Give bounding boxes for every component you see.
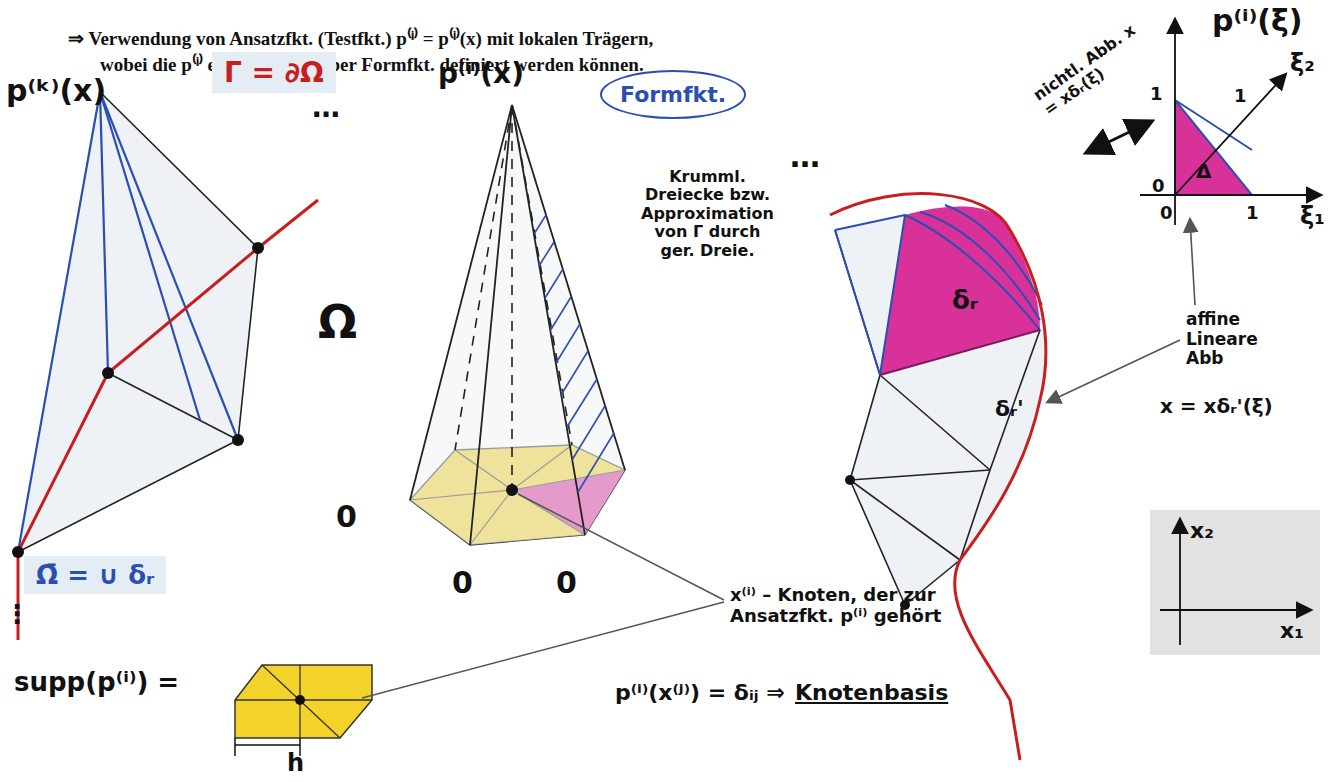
zero-mark: 0 <box>556 566 577 601</box>
element-label: δᵣ <box>952 286 978 316</box>
mapping-label: affine Lineare Abb <box>1186 310 1296 369</box>
formula: p⁽ⁱ⁾(x⁽ʲ⁾) = δᵢⱼ ⇒ <box>615 680 785 705</box>
triangle-label: Δ <box>1196 160 1211 183</box>
support-hexagon <box>235 665 372 756</box>
axis-label: x₁ <box>1280 618 1304 643</box>
mapping-arrows <box>362 122 1195 698</box>
keyword: Knotenbasis <box>795 680 948 705</box>
element-label: δᵣ' <box>995 396 1024 421</box>
zero-mark: 0 <box>336 500 357 535</box>
curved-mesh <box>830 194 1046 760</box>
note: Krumml. Dreiecke bzw. Approximation von … <box>640 168 775 260</box>
ellipsis: … <box>312 92 340 124</box>
mapping-label: x = xδᵣ'(ξ) <box>1160 395 1273 418</box>
header-line: wobei die p⁽ⁱ⁾ elementweise über Formfkt… <box>100 54 644 76</box>
ellipsis: … <box>790 140 820 175</box>
left-mesh <box>12 92 318 640</box>
reference-element <box>1140 20 1320 225</box>
axis-label: ξ₁ <box>1300 203 1325 231</box>
function-label: p⁽ⁱ⁾(ξ) <box>1212 4 1302 39</box>
tick-label: 0 <box>1160 203 1173 224</box>
tick-label: 0 <box>1152 176 1165 197</box>
header-line: ⇒ Verwendung von Ansatzfkt. (Testfkt.) p… <box>68 28 653 50</box>
hat-function <box>410 105 625 545</box>
boundary-label: Γ = ∂Ω <box>212 52 336 93</box>
mapping-label: nichtl. Abb. x = xδᵣ(ξ) <box>1030 21 1149 120</box>
node-text: Γ = ∂Ω <box>224 56 324 89</box>
axis-label: ξ₂ <box>1290 50 1315 78</box>
callout-bubble: Formfkt. <box>600 70 746 119</box>
tick-label: 1 <box>1234 86 1247 107</box>
coordinate-box: x₂ x₁ <box>1150 510 1320 655</box>
node-text: Ω̄ = ∪ δᵣ <box>36 560 154 590</box>
axis-label: x₂ <box>1190 518 1214 543</box>
tick-label: 1 <box>1150 84 1163 105</box>
ellipsis: ⋮ <box>4 600 30 630</box>
node-text: Formfkt. <box>620 82 726 107</box>
support-label: supp(p⁽ⁱ⁾) = <box>14 668 179 698</box>
zero-mark: 0 <box>452 566 473 601</box>
function-label: p⁽ᵏ⁾(x) <box>6 74 106 109</box>
closure-label: Ω̄ = ∪ δᵣ <box>24 556 166 594</box>
dimension-label: h <box>287 750 304 778</box>
note: x⁽ⁱ⁾ – Knoten, der zur Ansatzfkt. p⁽ⁱ⁾ g… <box>730 585 1010 626</box>
function-label: p⁽ⁱ⁾(x) <box>438 58 524 90</box>
tick-label: 1 <box>1246 203 1259 224</box>
domain-label: Ω <box>318 296 357 349</box>
